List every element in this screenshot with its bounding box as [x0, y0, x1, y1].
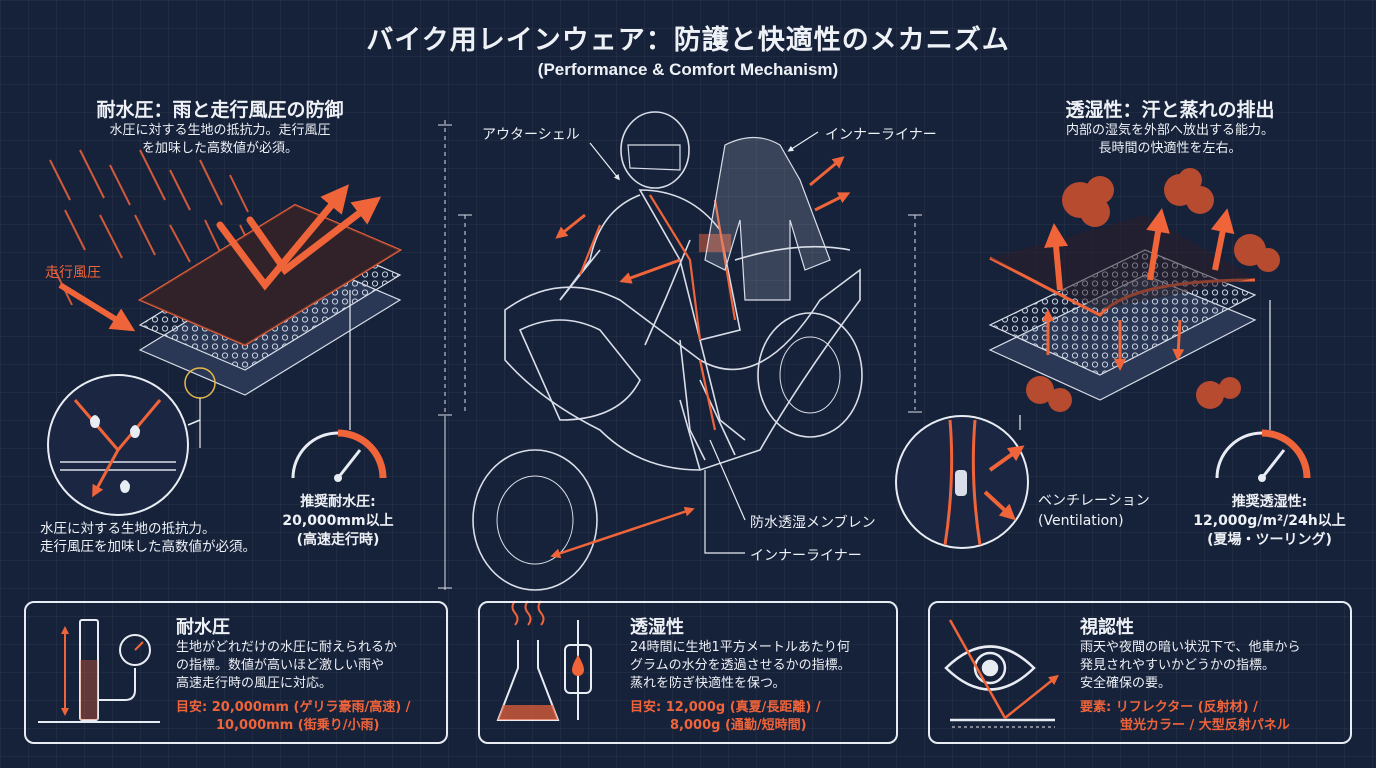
rider-illustration: [559, 111, 746, 461]
inner-liner-jacket: [704, 136, 831, 301]
ventilation-label: ベンチレーション (Ventilation): [1038, 493, 1150, 529]
magnifier-left: [47, 367, 216, 516]
breathability-heading: 透湿性：汗と蒸れの排出: [1065, 99, 1275, 121]
water-resistance-note: 水圧に対する生地の抵抗力。 走行風圧を加味した高数値が必須。: [40, 521, 256, 555]
inner-liner-label-bottom: インナーライナー: [750, 548, 862, 564]
card-title: 透湿性: [630, 617, 684, 638]
card-title: 視認性: [1080, 617, 1134, 638]
card-visibility: 視認性 雨天や夜間の暗い状況下で、他車から 発見されやすいかどうかの指標。 安全…: [928, 601, 1352, 744]
fabric-layers-right: [988, 215, 1257, 401]
gauge-right: [1215, 300, 1311, 482]
breathability-description: 内部の湿気を外部へ放出する能力。 長時間の快適性を左右。: [1065, 123, 1274, 156]
card-title: 耐水圧: [176, 617, 230, 638]
steam-clouds: [1026, 168, 1280, 412]
membrane-label: 防水透湿メンブレン: [750, 515, 876, 531]
card-body: 雨天や夜間の暗い状況下で、他車から 発見されやすいかどうかの指標。 安全確保の要…: [1080, 640, 1301, 691]
inner-liner-label-top: インナーライナー: [825, 127, 937, 143]
page-subtitle: (Performance & Comfort Mechanism): [537, 60, 839, 79]
motorcycle-illustration: [472, 245, 863, 591]
card-water-resistance: 耐水圧 生地がどれだけの水圧に耐えられるか の指標。数値が高いほど激しい雨や 高…: [24, 601, 448, 744]
card-hint: 要素: リフレクター (反射材) / 蛍光カラー / 大型反射パネル: [1080, 700, 1290, 733]
card-hint: 目安: 20,000mm (ゲリラ豪雨/高速) / 10,000mm (街乗り/…: [176, 700, 411, 733]
card-body: 生地がどれだけの水圧に耐えられるか の指標。数値が高いほど激しい雨や 高速走行時…: [176, 640, 398, 691]
zipper-magnifier: [895, 415, 1029, 549]
pressure-gauge-icon: [38, 619, 160, 723]
gauge-left: [291, 290, 387, 482]
flask-icon: [496, 600, 592, 721]
deflect-arrows: [216, 184, 382, 291]
card-body: 24時間に生地1平方メートルあたり何 グラムの水分を透過させるかの指標。 蒸れを…: [630, 640, 851, 691]
page-title: バイク用レインウェア：防護と快適性のメカニズム: [366, 25, 1010, 56]
fabric-layers-left: [137, 203, 403, 396]
recommended-water-resistance: 推奨耐水圧: 20,000mm以上 (高速走行時): [282, 494, 394, 548]
card-hint: 目安: 12,000g (真夏/長距離) / 8,000g (通勤/短時間): [630, 700, 821, 733]
water-resistance-heading: 耐水圧：雨と走行風圧の防御: [96, 99, 344, 121]
wind-pressure-label: 走行風圧: [45, 265, 101, 281]
eye-icon: [944, 619, 1059, 728]
outer-shell-label: アウターシェル: [482, 127, 580, 143]
recommended-breathability: 推奨透湿性: 12,000g/m²/24h以上 (夏場・ツーリング): [1193, 494, 1346, 548]
dimension-lines: [444, 120, 916, 590]
card-breathability: 透湿性 24時間に生地1平方メートルあたり何 グラムの水分を透過させるかの指標。…: [478, 601, 898, 744]
water-resistance-description: 水圧に対する生地の抵抗力。走行風圧 を加味した高数値が必須。: [109, 123, 331, 156]
